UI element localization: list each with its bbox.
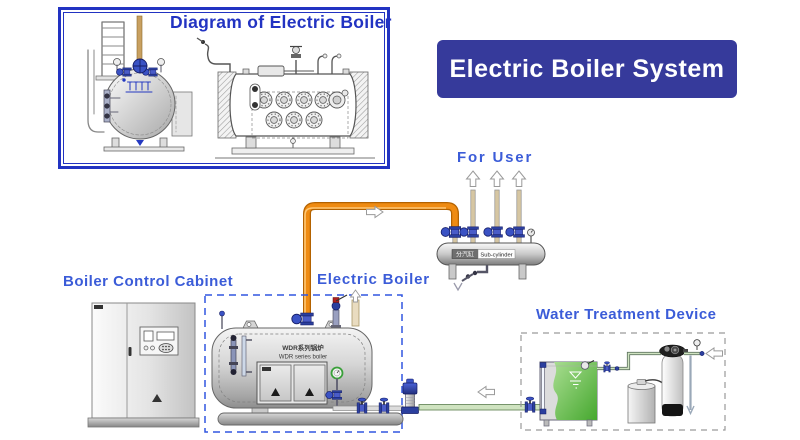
sub-cylinder-label-cn: 分汽缸: [456, 251, 474, 259]
boiler-side-fittings: [325, 366, 344, 407]
steam-valve-icon: [459, 226, 479, 238]
electric-boiler-dashed-box: [204, 294, 403, 433]
label-boiler-control-cabinet: Boiler Control Cabinet: [63, 273, 234, 290]
exhaust-pipe: [349, 289, 362, 327]
raw-water-inlet: [684, 339, 723, 416]
feed-valve-icon: [356, 397, 368, 414]
safety-valve-icon: [331, 294, 348, 328]
drain-arrow-down-icon: [453, 282, 463, 292]
float-valve-icon: [580, 361, 590, 370]
cabinet-handle: [128, 347, 132, 356]
flow-arrow-up-icon: [349, 289, 362, 303]
steam-valve-icon: [483, 226, 503, 238]
flow-arrow-up-icon: [466, 170, 480, 187]
feed-pump-drawing: [401, 378, 419, 414]
title-banner: Electric Boiler System: [437, 40, 737, 98]
tank-level-gauge: [541, 365, 545, 413]
boiler-model-cn: WDR系列锅炉: [282, 343, 324, 352]
feedwater-pipe: [418, 386, 547, 413]
label-for-user: For User: [457, 149, 534, 166]
flow-arrow-up-icon: [490, 170, 504, 187]
flow-arrow-left-icon: [477, 386, 495, 398]
frame-title: Diagram of Electric Boiler: [170, 12, 392, 32]
boiler-side-view-drawing: [196, 37, 375, 159]
sub-cylinder-label-en: Sub-cylinder: [480, 252, 512, 258]
small-valve-icon: [603, 361, 611, 373]
label-water-treatment-device: Water Treatment Device: [536, 306, 717, 323]
boiler-model-en: WDR series boiler: [279, 355, 327, 361]
sub-cylinder-drawing: 分汽缸 Sub-cylinder: [436, 170, 546, 292]
control-cabinet-drawing: [87, 302, 200, 428]
flow-arrow-up-icon: [512, 170, 526, 187]
drain-arrow-down-icon: [686, 405, 695, 416]
water-tank: [539, 360, 598, 427]
softener-column: [659, 344, 688, 417]
steam-pipe: [303, 202, 459, 313]
water-treatment-dashed-box: [520, 332, 726, 431]
salt-tank: [627, 379, 669, 424]
electric-boiler-drawing: WDR系列锅炉 WDR series boiler: [211, 289, 404, 426]
water-treatment-drawing: [539, 339, 723, 427]
main-steam-valve-icon: [291, 312, 314, 326]
treated-water-pipe: [597, 351, 661, 373]
steam-valve-icon: [505, 226, 525, 238]
boiler-doors: [256, 361, 328, 405]
water-level-gauge: [229, 335, 252, 377]
sub-cylinder-drain: [453, 265, 489, 292]
inlet-valve-icon: [524, 396, 536, 413]
flow-arrow-left-icon: [705, 347, 723, 360]
boiler-end-view-drawing: [87, 15, 193, 152]
pressure-gauge-icon: [693, 339, 701, 347]
label-electric-boiler: Electric Boiler: [317, 271, 430, 288]
feed-valve-icon: [378, 397, 390, 414]
banner-title: Electric Boiler System: [449, 54, 725, 83]
steam-valve-icon: [440, 226, 462, 238]
